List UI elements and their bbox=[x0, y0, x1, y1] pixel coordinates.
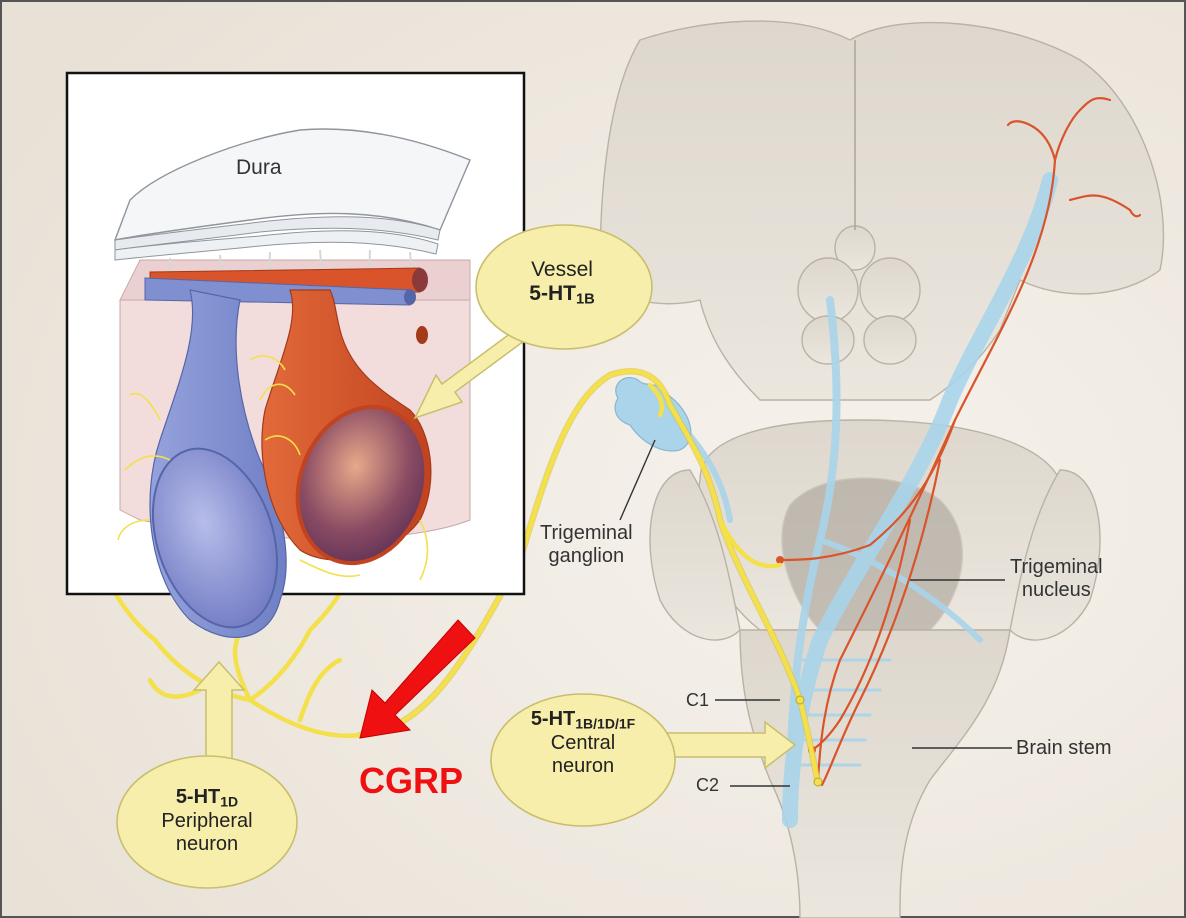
trigeminal-ganglion-label: Trigeminal ganglion bbox=[540, 522, 633, 568]
dura-label: Dura bbox=[236, 156, 282, 180]
vessel-receptor: 5-HT1B bbox=[482, 282, 642, 309]
peripheral-neuron-label: 5-HT1D Peripheral neuron bbox=[122, 786, 292, 856]
trigeminal-ganglion-line2: ganglion bbox=[540, 545, 633, 568]
vessel-receptor-label: Vessel 5-HT1B bbox=[482, 258, 642, 309]
central-neuron-label: 5-HT1B/1D/1F Central neuron bbox=[498, 708, 668, 778]
peripheral-receptor: 5-HT1D bbox=[122, 786, 292, 810]
trigeminal-ganglion-line1: Trigeminal bbox=[540, 522, 633, 545]
trigeminal-nucleus-line1: Trigeminal bbox=[1010, 556, 1103, 579]
central-title: Central bbox=[498, 732, 668, 755]
vessel-title: Vessel bbox=[482, 258, 642, 282]
c2-label: C2 bbox=[696, 775, 719, 796]
central-title-2: neuron bbox=[498, 755, 668, 778]
trigeminal-nucleus-line2: nucleus bbox=[1010, 579, 1103, 602]
trigeminal-nucleus-label: Trigeminal nucleus bbox=[1010, 556, 1103, 602]
c1-label: C1 bbox=[686, 690, 709, 711]
peripheral-title: Peripheral bbox=[122, 810, 292, 833]
cgrp-label: CGRP bbox=[359, 760, 463, 801]
brain-stem-label: Brain stem bbox=[1016, 737, 1112, 760]
peripheral-title-2: neuron bbox=[122, 833, 292, 856]
central-receptor: 5-HT1B/1D/1F bbox=[498, 708, 668, 732]
dura-inset bbox=[67, 73, 524, 643]
